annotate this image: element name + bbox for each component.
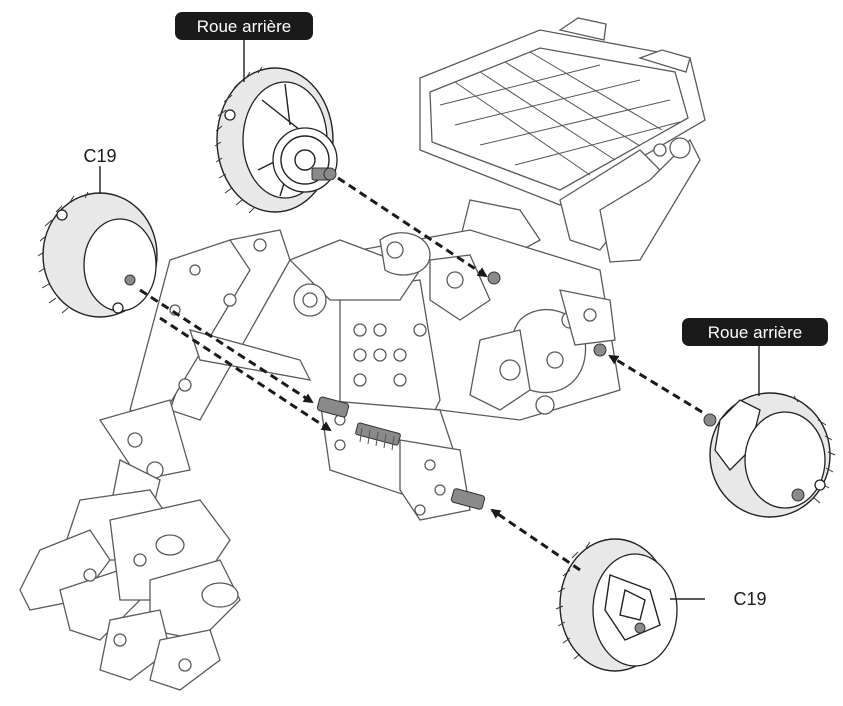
label-rear-wheel-top: Roue arrière <box>175 12 313 40</box>
robot-chassis <box>19 17 706 691</box>
label-c19-left: C19 <box>83 146 116 166</box>
lower-clamp <box>19 489 241 691</box>
arrow-right-rear <box>608 354 703 414</box>
arrow-top-rear <box>337 176 488 278</box>
assembly-arrows <box>139 176 703 572</box>
rear-wheel-right <box>703 392 836 518</box>
arrow-left-c19-upper <box>139 288 314 404</box>
rear-wheel-top <box>214 66 338 214</box>
c19-wheel-bottom <box>555 538 678 672</box>
leader-lines <box>99 38 760 600</box>
label-text: Roue arrière <box>708 323 803 342</box>
label-text: Roue arrière <box>197 17 292 36</box>
solar-panel <box>419 17 706 206</box>
label-c19-bottom: C19 <box>733 589 766 609</box>
c19-wheel-left <box>37 191 158 318</box>
arrow-left-c19-lower <box>159 316 332 432</box>
arrow-bottom-c19 <box>490 508 581 572</box>
label-rear-wheel-right: Roue arrière <box>682 318 828 346</box>
